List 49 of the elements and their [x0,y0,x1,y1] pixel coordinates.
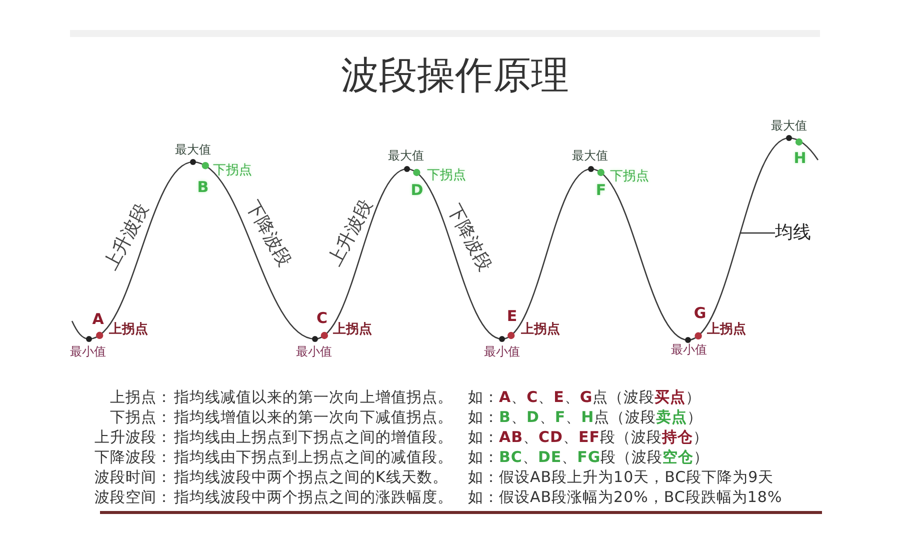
extreme-label: 最小值 [671,343,707,357]
definition-text: 指均线波段中两个拐点之间的涨跌幅度。 [174,488,453,506]
definition-text: 指均线增值以来的第一次向下减值拐点。 [174,408,453,426]
extreme-label: 最大值 [175,143,211,157]
segment-label: 上升波段 [325,196,377,270]
extreme-label: 最大值 [771,119,807,133]
segment-label: 上升波段 [101,200,153,274]
point-label: C [316,310,328,326]
term-label: 上升波段： [94,428,172,446]
moving-average-curve [71,137,818,341]
extreme-label: 最小值 [296,345,332,359]
point-label: F [596,182,606,198]
turning-point-label: 下拐点 [213,164,252,178]
definition-text: 指均线由下拐点到上拐点之间的减值段。 [174,448,453,466]
definition-text: 指均线减值以来的第一次向上增值拐点。 [174,388,453,406]
diagram-title: 波段操作原理 [341,55,569,97]
point-label: H [794,150,806,166]
example-text: 如：假设AB段上升为10天，BC段下降为9天 [468,468,774,486]
extreme-label: 最小值 [484,345,520,359]
term-label: 波段时间： [94,468,172,486]
turning-point-label: 下拐点 [427,168,466,184]
point-label: E [506,308,518,324]
segment-label: 下降波段 [443,202,495,274]
turning-point-label: 上拐点 [707,322,746,338]
term-label: 下拐点： [110,408,172,426]
definition-text: 指均线由上拐点到下拐点之间的增值段。 [174,428,453,446]
leader-line [740,232,775,234]
turning-point-label: 上拐点 [333,322,372,338]
point-label: B [197,178,209,196]
point-label: D [410,182,424,198]
extreme-label: 最大值 [572,149,608,163]
extreme-label: 最大值 [388,149,424,163]
turning-point-label: 下拐点 [610,170,649,184]
term-label: 下降波段： [94,448,172,466]
example-text: 如：AB、CD、EF段（波段持仓） [468,428,709,446]
point-label: G [694,304,706,322]
curve-label: 均线 [775,223,811,243]
segment-label: 下降波段 [242,198,294,270]
term-label: 波段空间： [94,488,172,506]
point-label: A [92,310,104,328]
extreme-label: 最小值 [70,345,106,359]
definition-text: 指均线波段中两个拐点之间的K线天数。 [174,468,448,486]
example-text: 如：A、C、E、G点（波段买点） [468,388,702,406]
example-text: 如：假设AB段涨幅为20%，BC段跌幅为18% [468,488,782,506]
turning-point-label: 上拐点 [521,322,560,338]
turning-point-label: 上拐点 [109,322,148,338]
term-label: 上拐点： [110,388,172,406]
example-text: 如：BC、DE、FG段（波段空仓） [468,448,710,466]
example-text: 如：B、D、F、H点（波段卖点） [468,408,703,426]
